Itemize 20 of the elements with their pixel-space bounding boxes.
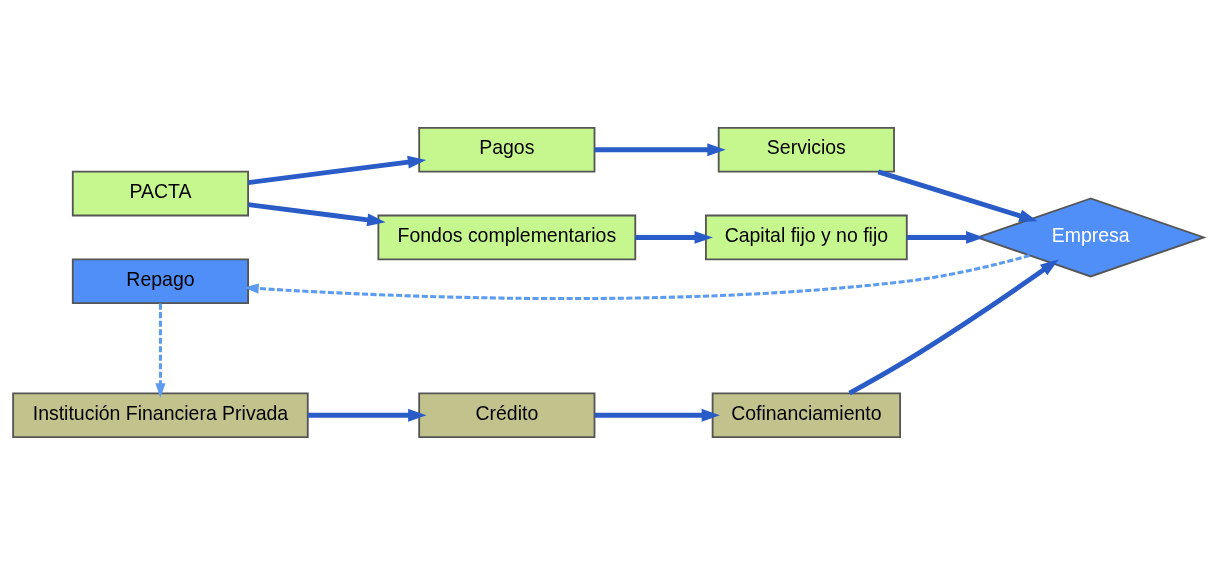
arrow [248, 202, 386, 227]
arrow [248, 155, 427, 185]
node-box: Fondos complementarios [377, 214, 637, 261]
arrow [877, 169, 1038, 222]
node-box: Capital fijo y no fijo [705, 214, 908, 261]
node-box: PACTA [71, 170, 249, 217]
arrow [155, 303, 166, 398]
node-box: Servicios [717, 126, 895, 173]
arrow [635, 231, 713, 244]
arrow [244, 254, 1030, 301]
arrow [594, 408, 720, 422]
node-box: Pagos [418, 126, 596, 173]
arrow [848, 259, 1059, 396]
arrow [308, 408, 427, 422]
arrow [594, 143, 726, 157]
node-box: Institución Financiera Privada [12, 392, 309, 439]
node-box: Repago [71, 258, 249, 305]
node-box: Cofinanciamiento [711, 392, 901, 439]
arrow [906, 231, 985, 244]
node-box: Crédito [418, 392, 596, 439]
